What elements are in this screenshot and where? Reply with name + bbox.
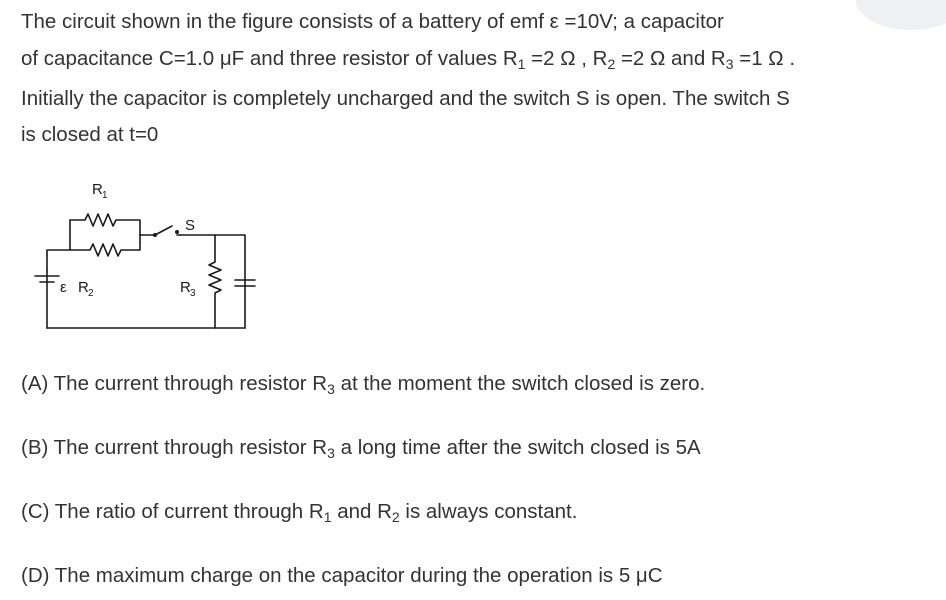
r2-label-sub: 2 [88, 288, 94, 299]
switch-contact-left [153, 233, 157, 237]
r3-label: R [180, 279, 191, 296]
emf-label: ε [60, 279, 67, 296]
r2-wire [69, 241, 141, 257]
option-b: (B) The current through resistor R3 a lo… [21, 436, 701, 461]
option-c: (C) The ratio of current through R1 and … [21, 500, 578, 525]
r1-wire [69, 213, 141, 243]
r2-label: R [78, 279, 89, 296]
branch-left-wire [46, 219, 71, 256]
corner-decoration [856, 0, 946, 30]
r3-wire [208, 234, 222, 329]
top-right-wire [179, 234, 246, 329]
switch-contact-right [175, 230, 179, 234]
option-a: (A) The current through resistor R3 at t… [21, 372, 706, 397]
r3-label-sub: 3 [190, 288, 196, 299]
option-d: (D) The maximum charge on the capacitor … [21, 564, 663, 587]
question-line-2: of capacitance C=1.0 μF and three resist… [21, 47, 796, 72]
question-line-4: is closed at t=0 [21, 123, 159, 146]
switch-label: S [185, 217, 195, 234]
circuit-diagram: R 1 S ε R 2 R 3 [34, 181, 256, 329]
question-line-1: The circuit shown in the figure consists… [21, 10, 724, 33]
question-line-3: Initially the capacitor is completely un… [21, 87, 790, 110]
r1-label: R [92, 181, 103, 198]
switch-blade [154, 225, 173, 236]
r1-label-sub: 1 [102, 190, 108, 201]
